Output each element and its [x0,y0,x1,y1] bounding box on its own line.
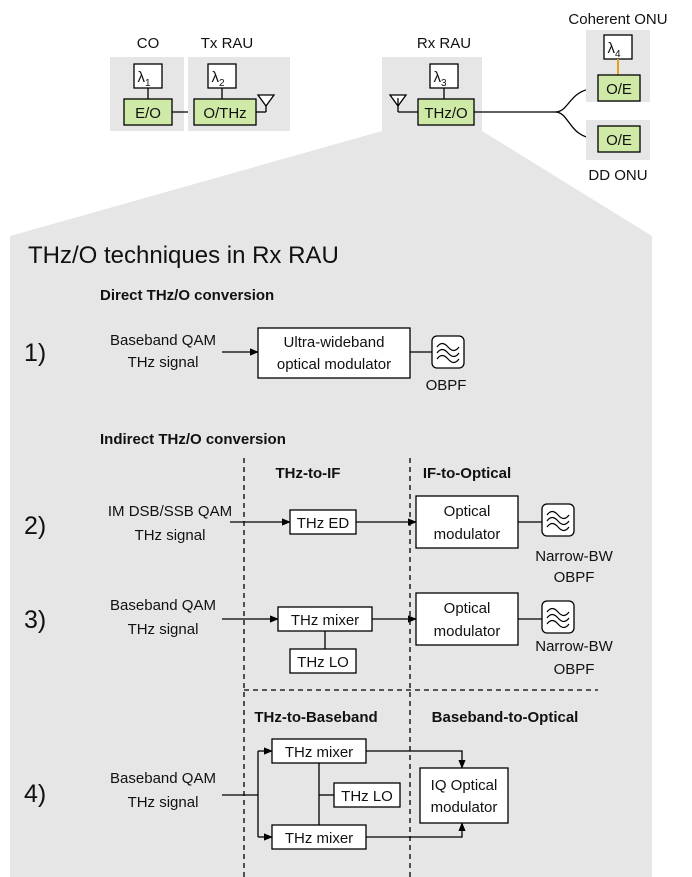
oe-dd-label: O/E [606,132,632,149]
narrow-bw-obpf-icon-2 [541,503,575,537]
fiber-to-coherent-onu [474,87,600,113]
lambda2-sub: 2 [219,78,225,89]
column-thz-to-baseband: THz-to-Baseband [254,709,377,726]
technique-4-number: 4) [24,780,46,808]
technique-4-mixer-top-label: THz mixer [285,744,353,761]
dd-onu-label: DD ONU [588,167,647,184]
indirect-heading: Indirect THz/O conversion [100,431,286,448]
eo-label: E/O [135,105,161,122]
technique-2-number: 2) [24,512,46,540]
technique-3-thz-lo [289,648,357,674]
thzo-label: THz/O [424,105,467,122]
technique-2-filter-label2: OBPF [554,569,595,586]
oe-dd-converter [597,125,641,153]
technique-1-filter-label: OBPF [426,377,467,394]
tx-rau-label: Tx RAU [201,35,254,52]
thz-ed-label: THz ED [297,515,350,532]
iq-modulator-line1: IQ Optical [431,777,498,794]
ultra-wideband-modulator-line1: Ultra-wideband [284,334,385,351]
lambda4-symbol: λ [607,40,615,57]
coherent-onu-label: Coherent ONU [568,11,667,28]
column-thz-to-if: THz-to-IF [276,465,341,482]
narrow-bw-obpf-icon-3 [541,600,575,634]
lambda1-sub: 1 [145,78,151,89]
direct-heading: Direct THz/O conversion [100,287,274,304]
svg-text:λ2: λ2 [211,69,225,89]
othz-converter [193,98,257,126]
lambda1-symbol: λ [137,69,145,86]
technique-4-input-line1: Baseband QAM [110,770,216,787]
iq-optical-modulator [419,767,509,824]
tx-antenna-icon [256,94,276,113]
lambda4-box [603,34,633,60]
ultra-wideband-modulator-line2: optical modulator [277,356,391,373]
technique-4-thz-lo [333,782,401,808]
lambda2-box [207,63,237,89]
technique-3-filter-label2: OBPF [554,661,595,678]
lambda4-sub: 4 [615,49,621,60]
technique-2: 2) IM DSB/SSB QAM THz signal THz ED Opti… [24,495,614,586]
thzo-converter [417,98,475,126]
co-label: CO [137,35,160,52]
technique-2-modulator-line2: modulator [434,526,501,543]
technique-3: 3) Baseband QAM THz signal THz mixer THz… [24,592,614,678]
technique-1-input-line2: THz signal [128,354,199,371]
rx-rau-label: Rx RAU [417,35,471,52]
technique-3-number: 3) [24,606,46,634]
svg-text:λ4: λ4 [607,40,621,60]
technique-3-mixer-label: THz mixer [291,612,359,629]
technique-2-input-line2: THz signal [135,527,206,544]
top-network: CO λ1 E/O Tx RAU λ2 O/THz Rx RAU [110,11,668,184]
svg-text:λ1: λ1 [137,69,151,89]
technique-3-modulator-line1: Optical [444,600,491,617]
technique-3-filter-label1: Narrow-BW [535,638,613,655]
technique-4-lo-label: THz LO [341,788,393,805]
rx-antenna-icon [388,94,418,113]
svg-text:λ3: λ3 [433,69,447,89]
ultra-wideband-modulator [257,327,411,379]
technique-4-input-line2: THz signal [128,794,199,811]
technique-2-modulator-line1: Optical [444,503,491,520]
technique-3-optical-modulator [415,592,519,646]
technique-1-input-line1: Baseband QAM [110,332,216,349]
oe-coherent-converter [597,74,641,102]
panel-title: THz/O techniques in Rx RAU [28,242,339,269]
technique-3-modulator-line2: modulator [434,623,501,640]
lambda2-symbol: λ [211,69,219,86]
column-baseband-to-optical: Baseband-to-Optical [432,709,579,726]
lambda3-sub: 3 [441,78,447,89]
lambda1-box [133,63,163,89]
technique-4-mixer-bottom-label: THz mixer [285,830,353,847]
technique-3-input-line2: THz signal [128,621,199,638]
technique-3-lo-label: THz LO [297,654,349,671]
othz-label: O/THz [203,105,246,122]
technique-3-input-line1: Baseband QAM [110,597,216,614]
technique-2-filter-label1: Narrow-BW [535,548,613,565]
lambda3-box [429,63,459,89]
column-if-to-optical: IF-to-Optical [423,465,511,482]
technique-1-number: 1) [24,339,46,367]
thz-ed-block [289,509,357,535]
iq-modulator-line2: modulator [431,799,498,816]
obpf-filter-icon [431,335,465,369]
technique-4: 4) Baseband QAM THz signal THz mixer THz… [24,738,509,850]
technique-1: 1) Baseband QAM THz signal Ultra-wideban… [24,327,467,394]
lambda3-symbol: λ [433,69,441,86]
technique-2-optical-modulator [415,495,519,549]
technique-2-input-line1: IM DSB/SSB QAM [108,503,232,520]
oe-coherent-label: O/E [606,81,632,98]
eo-converter [123,98,173,126]
